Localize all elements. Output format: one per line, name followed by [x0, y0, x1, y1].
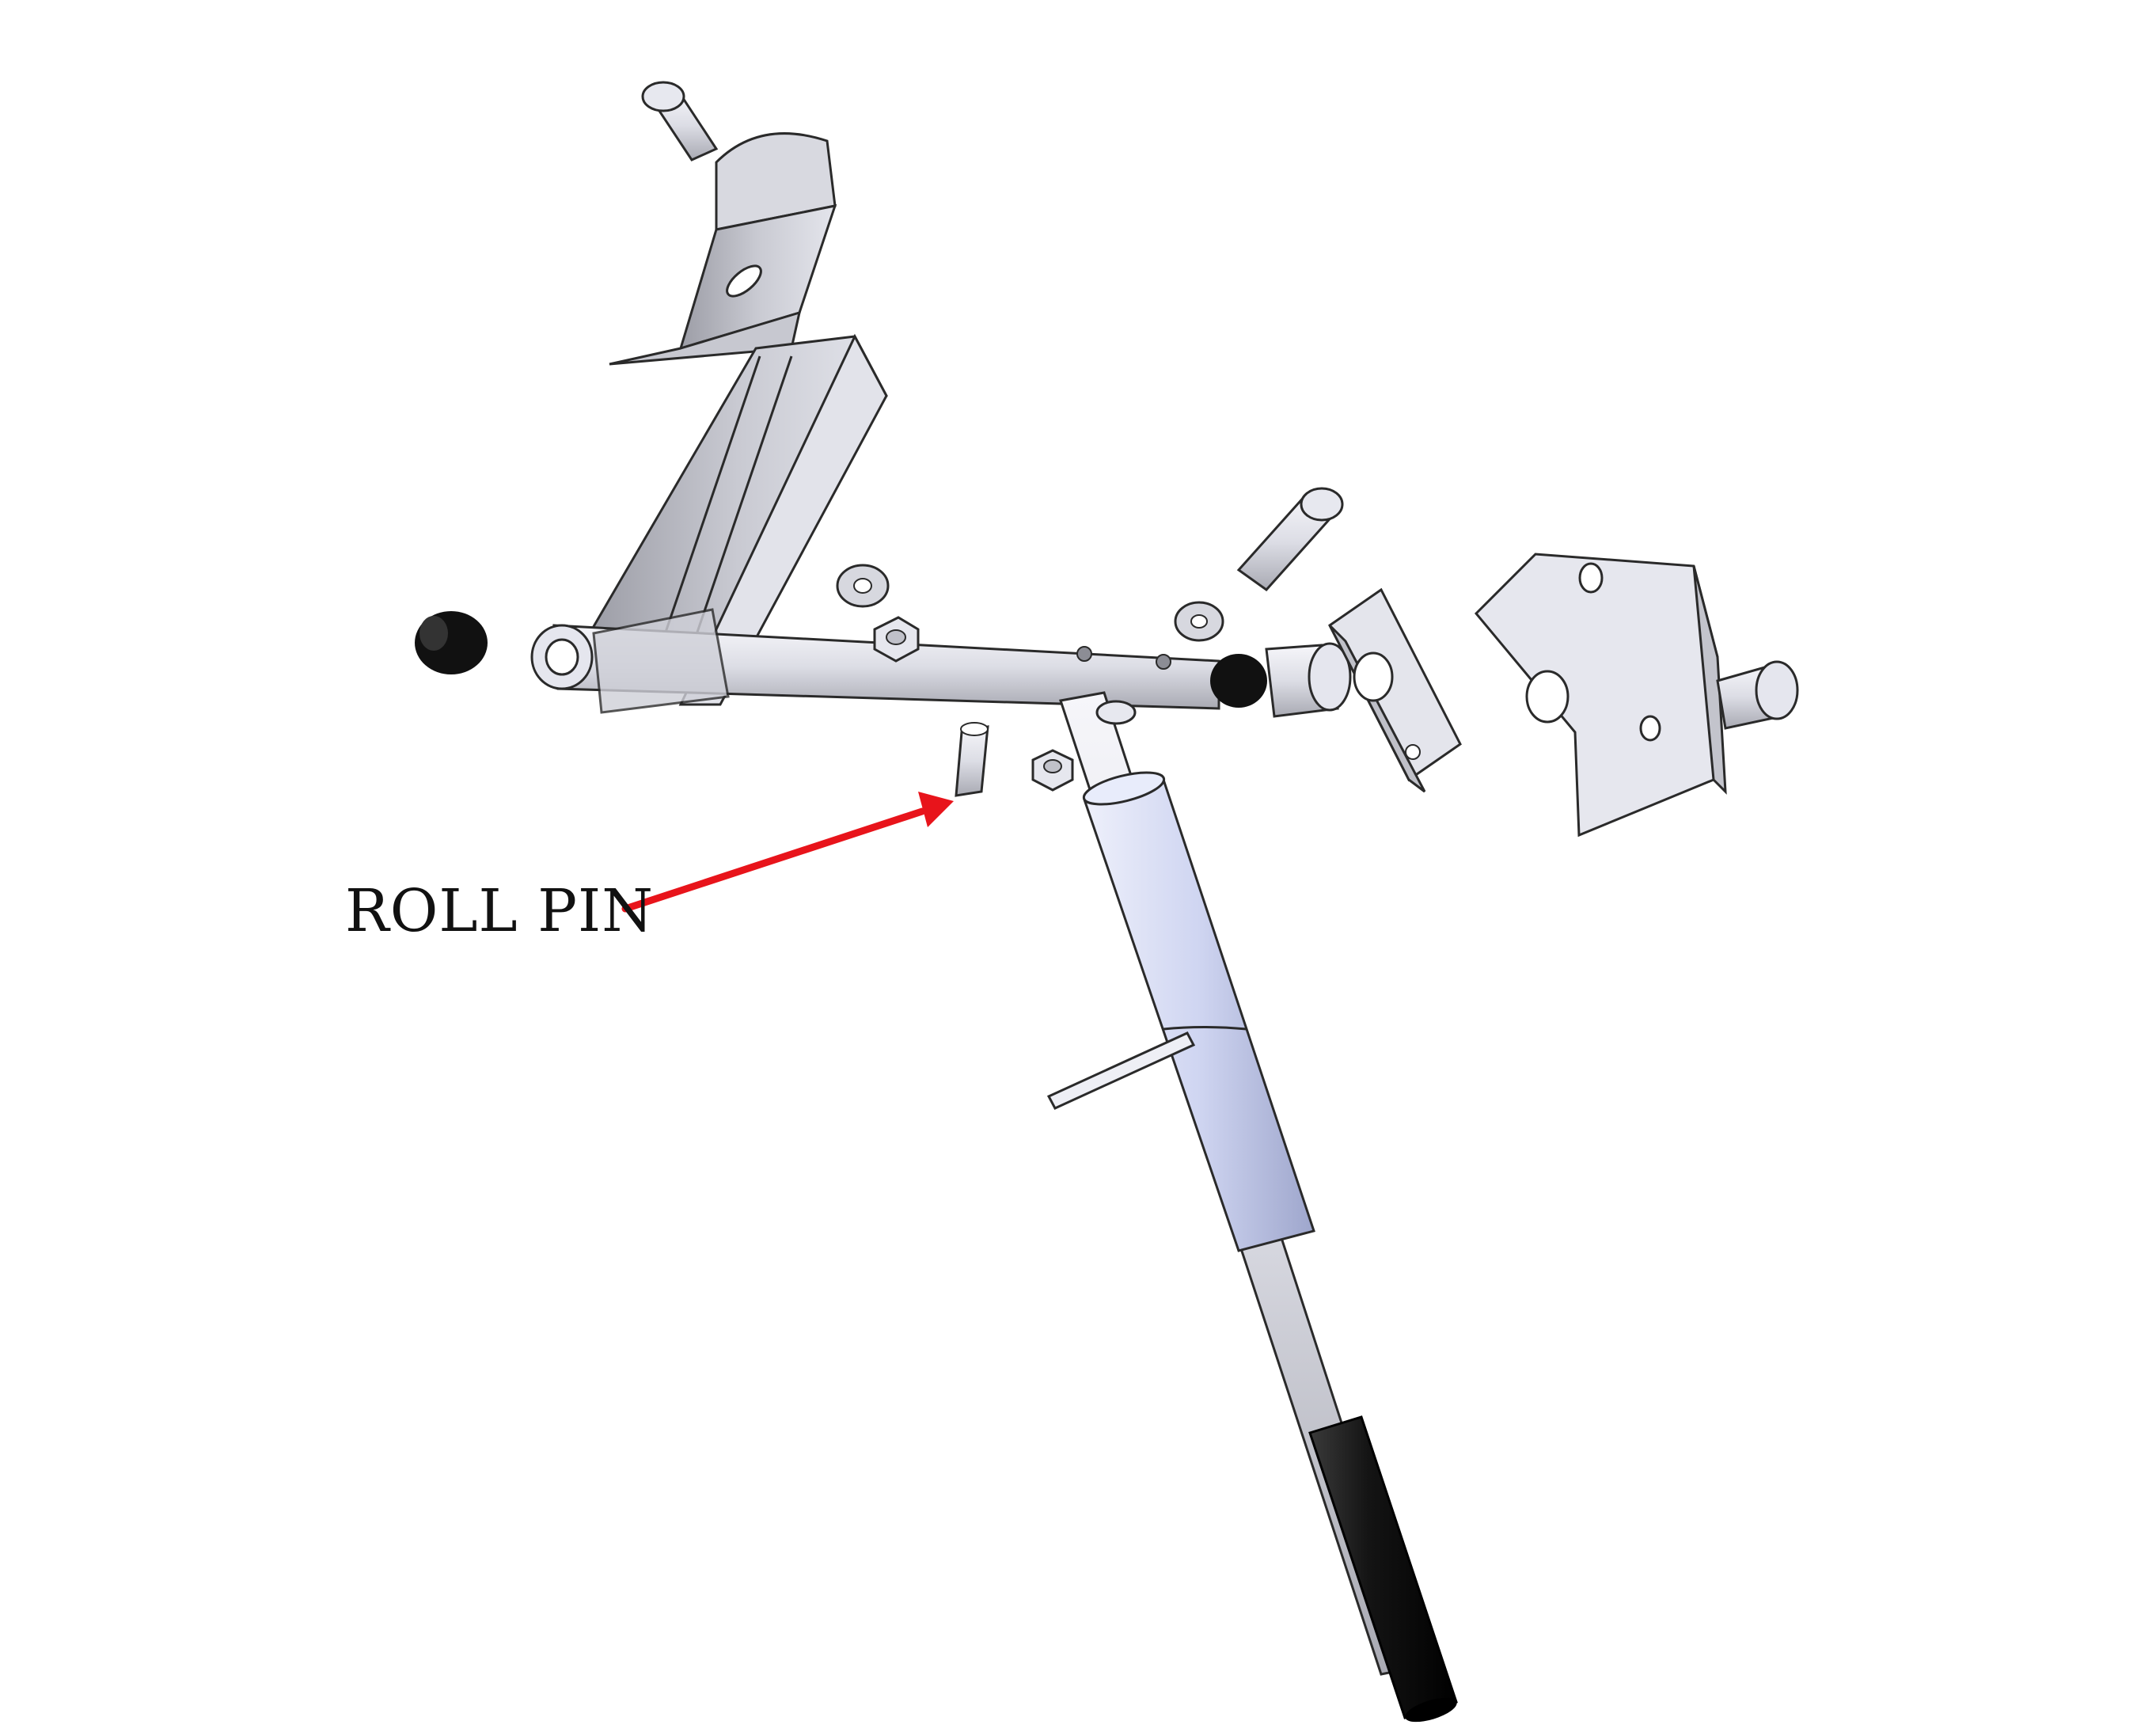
- flange-bushing: [1265, 642, 1352, 718]
- right-flange-bearing: [1716, 660, 1799, 730]
- top-clevis-pin: [641, 81, 719, 161]
- handle-grip: [1308, 1415, 1458, 1723]
- roll-pin-label: ROLL PIN: [345, 877, 654, 945]
- large-angle-bracket: [1474, 553, 1727, 838]
- upright-bracket: [588, 333, 888, 706]
- top-saddle-clamp: [609, 132, 837, 366]
- locking-pin: [1046, 1031, 1196, 1110]
- hex-nut-upper: [873, 616, 920, 663]
- right-rubber-bushing: [1210, 654, 1267, 708]
- left-rubber-cap: [415, 611, 488, 674]
- handle-sleeve: [1082, 771, 1315, 1252]
- flat-washer-upper: [836, 564, 890, 608]
- roll-pin-callout-arrow: [621, 792, 954, 913]
- flat-washer-right: [1174, 601, 1224, 642]
- pivot-tube: [530, 608, 1220, 714]
- roll-pin: [955, 722, 989, 797]
- small-mount-plate: [1328, 587, 1462, 793]
- shoulder-bolt: [1236, 487, 1344, 592]
- hex-nut-lower: [1031, 749, 1074, 792]
